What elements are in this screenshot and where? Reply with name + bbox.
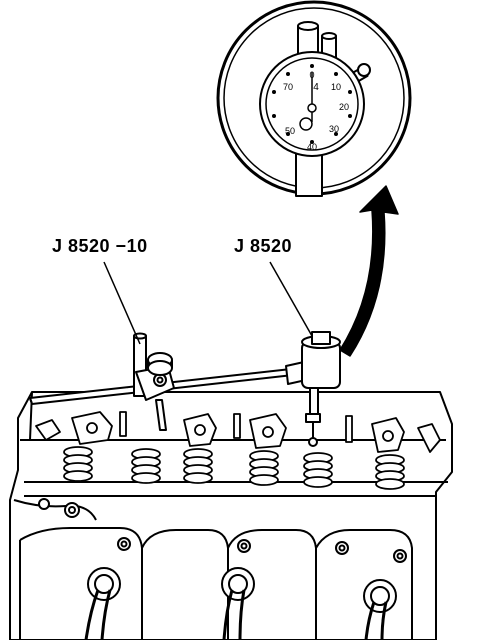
dial-label-10: 10: [331, 82, 341, 92]
leader-tool-1: [103, 261, 141, 345]
valve-spring-1: [63, 446, 93, 482]
rocker-arm-6: [417, 423, 441, 453]
leader-lines: [103, 261, 313, 345]
dial-ticks: [272, 64, 352, 144]
valve-spring-4: [249, 450, 279, 486]
rocker-arm-1: [35, 419, 61, 441]
valve-spring-3: [183, 448, 213, 484]
cylinder-head-illustration: [9, 391, 453, 640]
curved-arrow: [339, 185, 399, 357]
dial-revolution-label: 4: [313, 82, 319, 93]
valve-spring-5: [303, 452, 333, 488]
dial-label-40: 40: [307, 142, 317, 152]
callout-label-j8520-10: J 8520 −10: [52, 236, 148, 256]
dial-label-30: 30: [329, 124, 339, 134]
magnified-dial-view: 0 10 20 30 40 50 60 70 4: [216, 0, 412, 197]
dial-label-20: 20: [339, 102, 349, 112]
leader-tool-2: [269, 261, 313, 337]
valve-spring-6: [375, 454, 405, 490]
dial-needle-icon: [299, 72, 317, 131]
tool-j8520-dial-indicator: [285, 331, 341, 447]
tool-j8520-10: [29, 332, 303, 431]
callout-label-j8520: J 8520: [234, 236, 293, 256]
valve-spring-2: [131, 448, 161, 484]
valvetrain-illustration: [35, 411, 441, 490]
dial-label-50: 50: [285, 126, 295, 136]
dial-label-70: 70: [283, 82, 293, 92]
